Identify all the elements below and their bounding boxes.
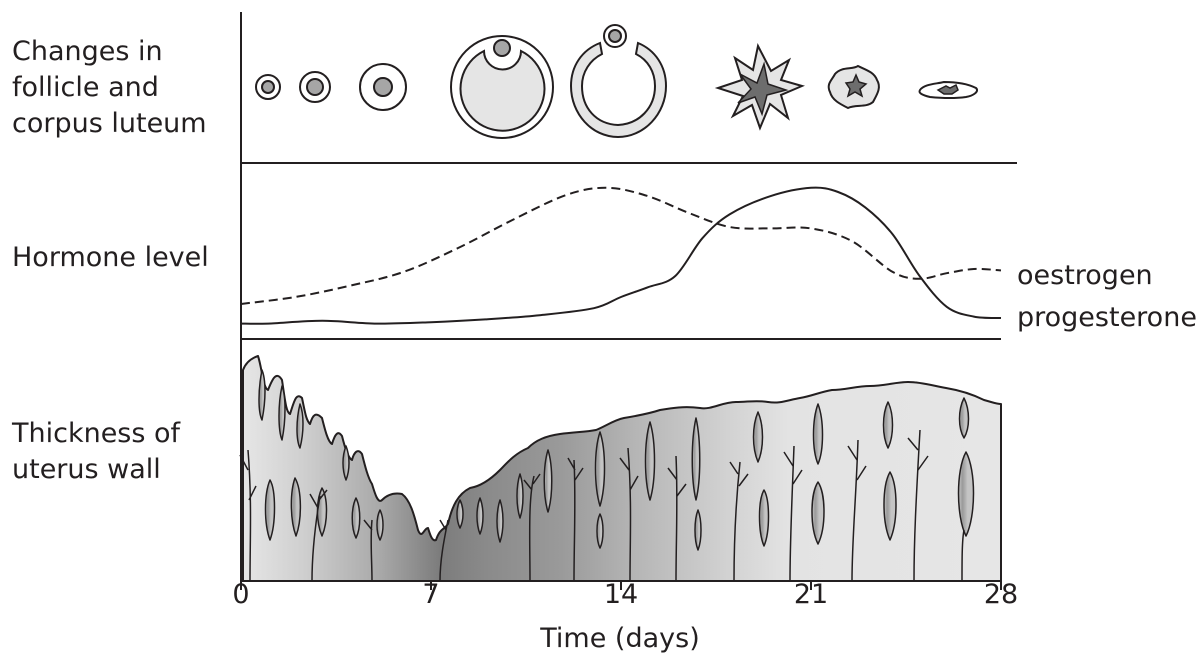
x-axis-title: Time (days): [540, 623, 700, 654]
x-tick-label: 28: [983, 579, 1019, 610]
oestrogen-label: oestrogen: [1017, 260, 1153, 291]
uterus-wall: [239, 355, 1002, 582]
x-tick-label: 7: [422, 579, 440, 610]
follicle-row-label: Changes in follicle and corpus luteum: [12, 36, 207, 139]
uterus-row-label: Thickness of uterus wall: [12, 418, 181, 485]
corpus-albicans: [918, 80, 978, 100]
x-axis-tick-marks: [240, 581, 1002, 590]
progesterone-label: progesterone: [1017, 302, 1197, 333]
ovulating-follicle: [569, 24, 668, 139]
endometrium-profile: [242, 355, 1002, 582]
corpus-luteum-large: [714, 43, 805, 131]
x-tick-label: 21: [793, 579, 829, 610]
follicle-stages: [255, 24, 978, 139]
hormone-row-label: Hormone level: [12, 242, 209, 273]
spiral-arteries: [239, 429, 965, 582]
oestrogen-curve: [240, 186, 1002, 305]
primary-follicle-2: [299, 71, 331, 103]
progesterone-curve: [240, 186, 1002, 325]
endometrial-glands: [258, 369, 975, 551]
secondary-follicle: [359, 63, 407, 111]
corpus-luteum-regressing: [827, 64, 880, 110]
graafian-follicle: [450, 35, 554, 139]
x-tick-label: 14: [603, 579, 639, 610]
primary-follicle-1: [255, 74, 281, 100]
x-tick-label: 0: [232, 579, 250, 610]
hormone-curves: [240, 186, 1002, 325]
